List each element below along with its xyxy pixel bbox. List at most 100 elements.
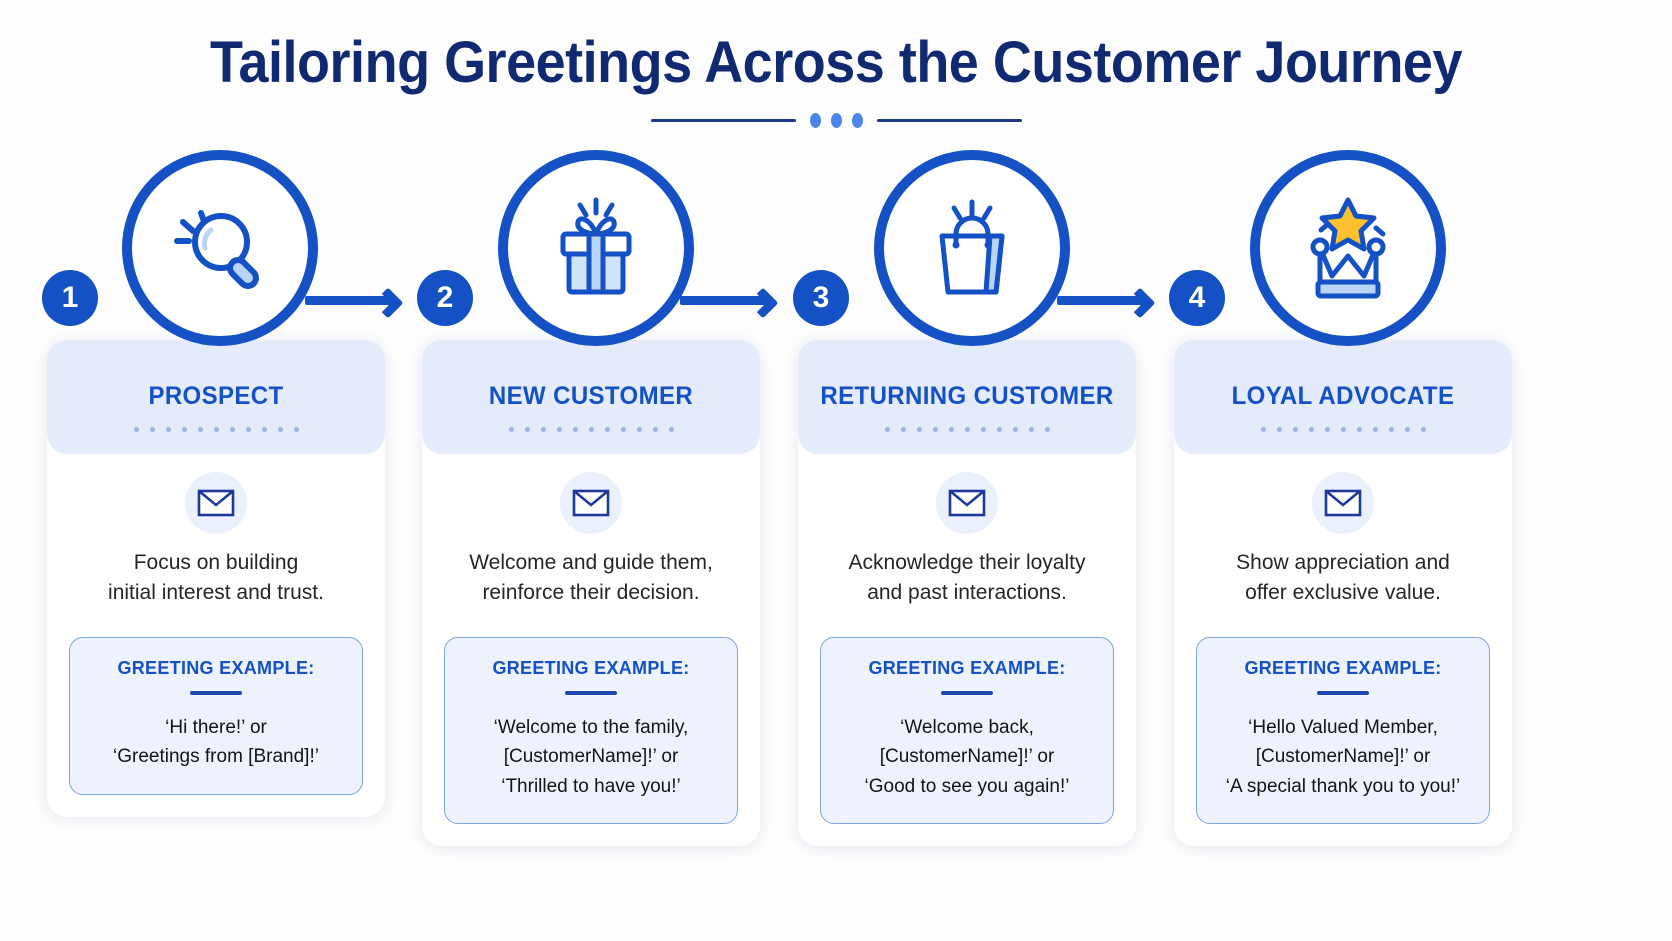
- separator-dot: [1340, 427, 1346, 432]
- card-description-line: Welcome and guide them,: [469, 551, 713, 574]
- separator-dot: [556, 427, 562, 432]
- arrow-head-icon: [1124, 287, 1156, 319]
- dotted-separator: [432, 427, 750, 432]
- separator-dot: [229, 427, 235, 432]
- step-icon-circle-4: [1250, 150, 1446, 346]
- separator-dot: [293, 427, 299, 432]
- greeting-example-heading: GREETING EXAMPLE:: [868, 657, 1066, 678]
- mail-icon-background: [560, 472, 622, 534]
- mail-icon-background: [1312, 472, 1374, 534]
- arrow-step2-to-step3: [680, 287, 780, 319]
- greeting-example-rule: [941, 690, 993, 695]
- shopping-bag-icon: [939, 199, 1005, 295]
- separator-dot: [1292, 427, 1298, 432]
- card-description-line: and past interactions.: [867, 581, 1067, 605]
- magnifying-glass-icon: [174, 210, 259, 289]
- separator-dot: [948, 427, 954, 432]
- greeting-example-box: GREETING EXAMPLE: ‘Welcome back, [Custom…: [820, 636, 1114, 825]
- card-description-line: Show appreciation and: [1236, 551, 1450, 574]
- card-description-line: reinforce their decision.: [482, 581, 700, 605]
- separator-dot: [1308, 427, 1314, 432]
- separator-dot: [636, 427, 642, 432]
- separator-dot: [245, 427, 251, 432]
- separator-dot: [540, 427, 546, 432]
- greeting-example-rule: [565, 690, 617, 695]
- separator-dot: [932, 427, 938, 432]
- step-number-label: 3: [812, 281, 830, 314]
- greeting-example-line: [CustomerName]!’ or: [503, 746, 679, 768]
- separator-dot: [572, 427, 578, 432]
- greeting-example-line: ‘Welcome back,: [900, 716, 1034, 738]
- greeting-example-rule: [190, 690, 242, 695]
- envelope-icon: [948, 489, 986, 517]
- step-icon-circle-2: [498, 150, 694, 346]
- separator-dot: [588, 427, 594, 432]
- greeting-example-line: [CustomerName]!’ or: [879, 746, 1055, 768]
- arrow-shaft: [1057, 296, 1145, 305]
- step-number-label: 1: [61, 281, 79, 314]
- card-description-line: offer exclusive value.: [1245, 581, 1441, 605]
- greeting-example-box: GREETING EXAMPLE: ‘Hello Valued Member, …: [1196, 636, 1490, 825]
- separator-dot: [964, 427, 970, 432]
- divider-dot: [809, 112, 821, 128]
- card-title: RETURNING CUSTOMER: [820, 382, 1114, 410]
- mail-icon-wrap: [422, 472, 760, 534]
- card-description: Show appreciation and offer exclusive va…: [1174, 548, 1512, 609]
- arrow-step1-to-step2: [305, 287, 405, 319]
- mail-icon-background: [185, 472, 247, 534]
- arrow-head-icon: [747, 287, 779, 319]
- separator-dot: [197, 427, 203, 432]
- separator-dot: [1372, 427, 1378, 432]
- separator-dot: [524, 427, 530, 432]
- separator-dot: [620, 427, 626, 432]
- mail-icon-wrap: [47, 472, 385, 534]
- greeting-example-heading: GREETING EXAMPLE:: [492, 657, 690, 678]
- divider-dot: [851, 112, 863, 128]
- greeting-example-box: GREETING EXAMPLE: ‘Welcome to the family…: [444, 636, 738, 825]
- separator-dot: [508, 427, 514, 432]
- step-badge-2: 2: [417, 270, 473, 326]
- step-badge-1: 1: [42, 270, 98, 326]
- step-badge-3: 3: [793, 270, 849, 326]
- step-number-label: 4: [1188, 281, 1206, 314]
- card-title: NEW CUSTOMER: [488, 382, 694, 410]
- separator-dot: [165, 427, 171, 432]
- dotted-separator: [57, 427, 375, 432]
- journey-card-new-customer[interactable]: NEW CUSTOMER Welcome and guide them, rei…: [422, 340, 760, 847]
- mail-icon-wrap: [1174, 472, 1512, 534]
- separator-dot: [668, 427, 674, 432]
- arrow-shaft: [305, 296, 393, 305]
- journey-card-loyal-advocate[interactable]: LOYAL ADVOCATE Show appreciation and off…: [1174, 340, 1512, 847]
- greeting-example-rule: [1317, 690, 1369, 695]
- separator-dot: [980, 427, 986, 432]
- journey-card-prospect[interactable]: PROSPECT Focus on building initial inter…: [47, 340, 385, 817]
- greeting-example-line: ‘Welcome to the family,: [493, 716, 689, 738]
- greeting-example-text: ‘Hello Valued Member, [CustomerName]!’ o…: [1209, 713, 1477, 801]
- journey-card-returning-customer[interactable]: RETURNING CUSTOMER Acknowledge their loy…: [798, 340, 1136, 847]
- separator-dot: [1356, 427, 1362, 432]
- arrow-shaft: [680, 296, 768, 305]
- separator-dot: [900, 427, 906, 432]
- divider-rule-right: [876, 118, 1022, 122]
- title-block: Tailoring Greetings Across the Customer …: [0, 30, 1672, 128]
- greeting-example-line: ‘Greetings from [Brand]!’: [113, 746, 319, 768]
- gift-box-icon: [560, 197, 632, 295]
- greeting-example-line: ‘A special thank you to you!’: [1225, 775, 1461, 797]
- separator-dot: [1028, 427, 1034, 432]
- page-title: Tailoring Greetings Across the Customer …: [209, 30, 1463, 95]
- greeting-example-line: ‘Hello Valued Member,: [1248, 716, 1438, 738]
- card-description-line: Acknowledge their loyalty: [848, 551, 1086, 574]
- divider-dot: [830, 112, 842, 128]
- envelope-icon: [197, 489, 235, 517]
- greeting-example-line: ‘Thrilled to have you!’: [501, 775, 681, 797]
- greeting-example-box: GREETING EXAMPLE: ‘Hi there!’ or ‘Greeti…: [69, 636, 363, 795]
- separator-dot: [149, 427, 155, 432]
- separator-dot: [1324, 427, 1330, 432]
- separator-dot: [1388, 427, 1394, 432]
- separator-dot: [1012, 427, 1018, 432]
- separator-dot: [261, 427, 267, 432]
- separator-dot: [213, 427, 219, 432]
- card-title: PROSPECT: [148, 382, 284, 410]
- card-header: LOYAL ADVOCATE: [1174, 340, 1512, 454]
- greeting-example-line: ‘Good to see you again!’: [864, 775, 1070, 797]
